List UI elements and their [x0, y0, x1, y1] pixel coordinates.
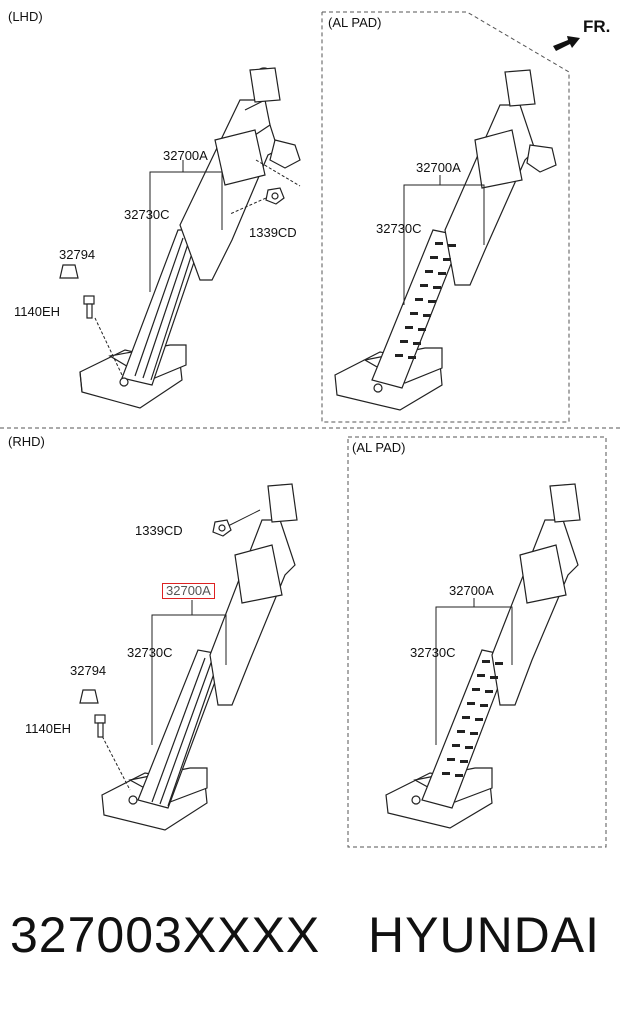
part-label-assembly[interactable]: 32700A	[416, 160, 461, 175]
part-number: 327003XXXX	[10, 907, 321, 963]
al-pad-box-top	[321, 11, 570, 423]
section-rhd: (RHD)	[8, 434, 45, 449]
pedal-al-pad-bottom	[385, 483, 581, 829]
bolt-head-icon	[94, 714, 106, 724]
al-pad-box-bottom	[347, 436, 607, 848]
part-label-bolt[interactable]: 1140EH	[14, 304, 61, 319]
al-pad-grips-top	[395, 242, 456, 359]
part-label-pad[interactable]: 32730C	[124, 207, 170, 222]
part-label-pad[interactable]: 32730C	[127, 645, 173, 660]
part-label-pad[interactable]: 32730C	[376, 221, 422, 236]
pedal-al-pad-top	[334, 69, 557, 411]
section-al-pad-top: (AL PAD)	[328, 15, 382, 30]
fr-arrow-icon	[553, 36, 580, 51]
part-label-assembly-highlighted[interactable]: 32700A	[162, 583, 215, 599]
part-label-nut[interactable]: 1339CD	[135, 523, 183, 538]
brand-name: HYUNDAI	[368, 907, 601, 963]
pedal-lhd	[79, 67, 301, 409]
part-label-bolt[interactable]: 1140EH	[25, 721, 72, 736]
bolt-head-icon	[83, 295, 95, 305]
stopper-icon	[59, 264, 79, 279]
part-label-nut[interactable]: 1339CD	[249, 225, 297, 240]
section-lhd: (LHD)	[8, 9, 43, 24]
section-al-pad-bottom: (AL PAD)	[352, 440, 406, 455]
part-label-stopper[interactable]: 32794	[59, 247, 96, 262]
part-label-pad[interactable]: 32730C	[410, 645, 456, 660]
stopper-icon	[79, 689, 99, 704]
direction-label: FR.	[583, 17, 611, 36]
al-pad-grips-bottom	[442, 660, 503, 777]
part-label-stopper[interactable]: 32794	[70, 663, 107, 678]
part-label-assembly[interactable]: 32700A	[449, 583, 494, 598]
part-label-assembly[interactable]: 32700A	[163, 148, 208, 163]
